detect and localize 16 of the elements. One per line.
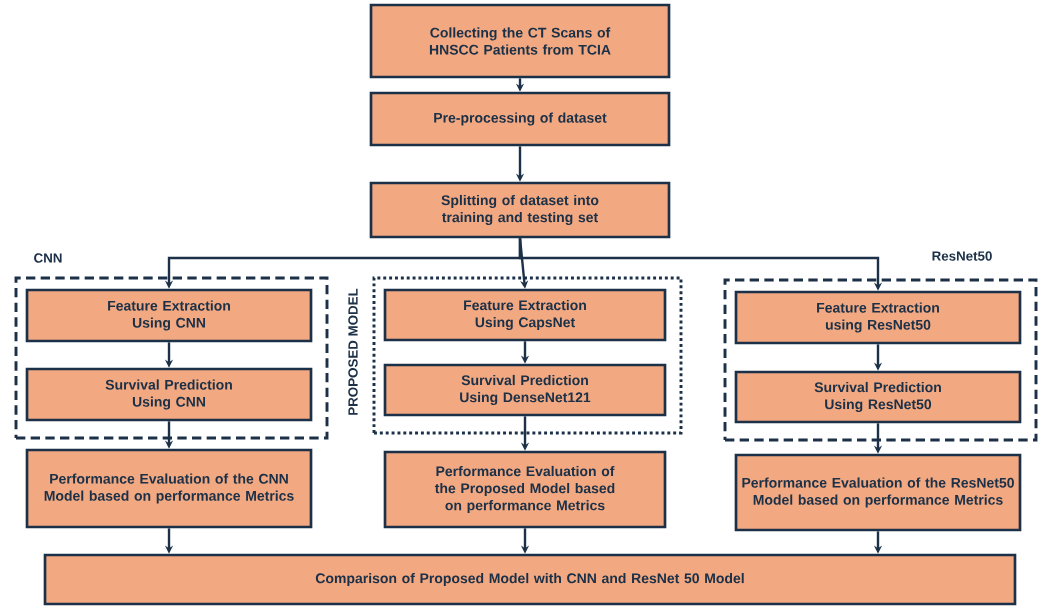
process-box: Splitting of dataset into training and testing set <box>369 181 671 239</box>
process-box: Feature Extraction using ResNet50 <box>734 290 1022 345</box>
process-box: Performance Evaluation of the Proposed Model based on performance Metrics <box>383 450 667 529</box>
process-box: Collecting the CT Scans of HNSCC Patients from TCIA <box>369 3 671 79</box>
process-box: Comparison of Proposed Model with CNN and ResNet 50 Model <box>43 553 1017 606</box>
process-box: Survival Prediction Using ResNet50 <box>734 370 1022 424</box>
process-box: Pre-processing of dataset <box>369 91 671 147</box>
process-box: Feature Extraction Using CapsNet <box>383 288 667 342</box>
process-box: Performance Evaluation of the ResNet50 Model based on performance Metrics <box>734 453 1022 532</box>
process-box: Survival Prediction Using DenseNet121 <box>383 363 667 417</box>
process-box: Feature Extraction Using CNN <box>25 288 313 343</box>
process-box: Performance Evaluation of the CNN Model based on performance Metrics <box>25 448 313 529</box>
process-box: Survival Prediction Using CNN <box>25 367 313 422</box>
group-label: PROPOSED MODEL <box>348 288 358 415</box>
group-label: CNN <box>34 253 62 263</box>
group-label: ResNet50 <box>932 251 992 261</box>
